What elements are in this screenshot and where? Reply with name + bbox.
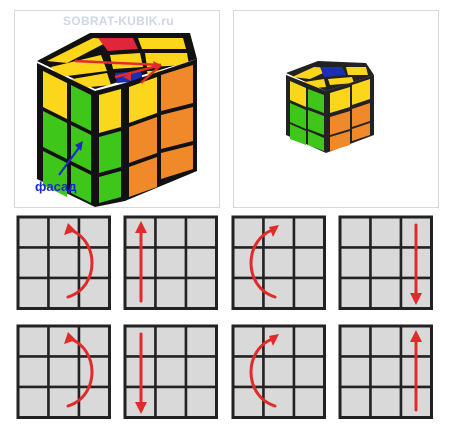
grid-cell	[262, 246, 296, 280]
move-arrow-icon	[64, 332, 94, 408]
move-diagram-right-arc-cw-2	[14, 322, 114, 422]
grid-cell	[369, 355, 403, 389]
grid-cell	[16, 355, 50, 389]
move-grid	[16, 215, 111, 310]
move-arrow-icon	[410, 223, 422, 305]
move-diagram-left-arc-ccw-2	[229, 322, 329, 422]
grid-cell	[231, 385, 265, 419]
grid-cell	[369, 215, 403, 249]
grid-cell	[154, 324, 188, 358]
grid-cell	[231, 276, 265, 310]
grid-cell	[369, 385, 403, 419]
move-diagram-right-arc-cw	[14, 213, 114, 313]
grid-cell	[184, 355, 218, 389]
move-arrow-icon	[249, 334, 279, 408]
grid-cell	[47, 355, 81, 389]
move-arrow-icon	[135, 221, 147, 303]
move-diagram-left-arc-ccw	[229, 213, 329, 313]
move-arrow-icon	[135, 332, 147, 414]
grid-cell	[154, 385, 188, 419]
move-arrow-icon	[410, 330, 422, 412]
grid-cell	[77, 324, 111, 358]
grid-cell	[292, 246, 326, 280]
grid-cell	[292, 215, 326, 249]
grid-cell	[154, 246, 188, 280]
grid-cell	[338, 215, 372, 249]
small-cube-illustration	[286, 61, 374, 153]
move-diagram-left-up	[121, 213, 221, 313]
grid-cell	[231, 324, 265, 358]
move-arrow-icon	[64, 223, 94, 299]
grid-cell	[77, 215, 111, 249]
grid-cell	[77, 246, 111, 280]
large-cube-illustration	[37, 33, 197, 207]
grid-cell	[338, 276, 372, 310]
watermark-text: SOBRAT-KUBIK.ru	[63, 14, 174, 28]
grid-cell	[292, 276, 326, 310]
move-diagram-left-down	[121, 322, 221, 422]
grid-cell	[369, 276, 403, 310]
grid-cell	[77, 385, 111, 419]
grid-cell	[231, 215, 265, 249]
move-grid	[338, 324, 433, 419]
grid-cell	[231, 246, 265, 280]
grid-cell	[184, 246, 218, 280]
grid-cell	[338, 355, 372, 389]
grid-cell	[369, 246, 403, 280]
move-grid	[231, 324, 326, 419]
grid-cell	[16, 324, 50, 358]
grid-cell	[184, 385, 218, 419]
grid-cell	[262, 355, 296, 389]
grid-cell	[16, 276, 50, 310]
move-arrow-icon	[249, 225, 279, 299]
grid-cell	[16, 215, 50, 249]
grid-cell	[292, 355, 326, 389]
grid-cell	[231, 355, 265, 389]
grid-cell	[338, 246, 372, 280]
grid-cell	[184, 276, 218, 310]
small-cube-panel	[233, 10, 439, 208]
grid-cell	[292, 385, 326, 419]
grid-cell	[77, 276, 111, 310]
move-diagram-right-down	[336, 213, 436, 313]
move-diagram-right-up	[336, 322, 436, 422]
grid-cell	[184, 215, 218, 249]
move-grid	[231, 215, 326, 310]
grid-cell	[154, 276, 188, 310]
grid-cell	[338, 324, 372, 358]
grid-cell	[292, 324, 326, 358]
grid-cell	[16, 246, 50, 280]
move-grid	[338, 215, 433, 310]
grid-cell	[154, 355, 188, 389]
grid-cell	[47, 246, 81, 280]
move-grid	[123, 215, 218, 310]
move-grid	[123, 324, 218, 419]
move-grid	[16, 324, 111, 419]
grid-cell	[16, 385, 50, 419]
grid-cell	[77, 355, 111, 389]
grid-cell	[338, 385, 372, 419]
grid-cell	[154, 215, 188, 249]
large-cube-panel: SOBRAT-KUBIK.ru	[14, 10, 220, 208]
grid-cell	[184, 324, 218, 358]
grid-cell	[369, 324, 403, 358]
facade-label: фасад	[35, 179, 77, 194]
